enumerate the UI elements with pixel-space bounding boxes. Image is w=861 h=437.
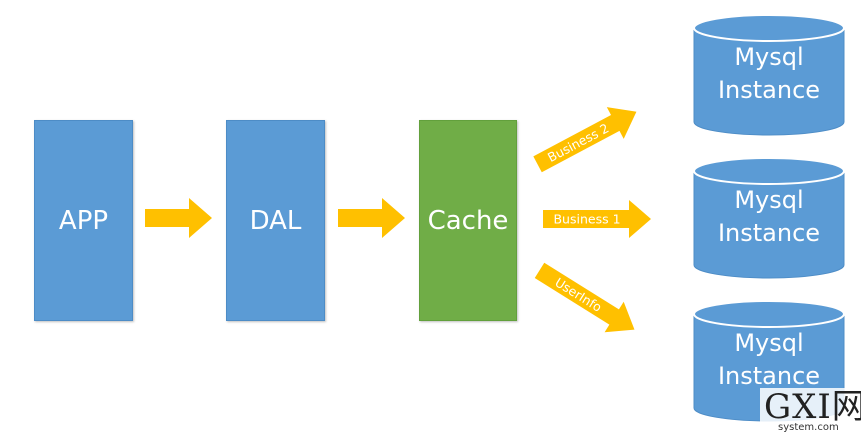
app-label: APP — [58, 205, 109, 236]
arrow-dal-to-cache — [338, 198, 405, 238]
watermark-logo: GXI网 system.com — [760, 388, 861, 437]
database-cylinder-icon — [693, 157, 845, 279]
mysql-instance-1-line2: Instance — [717, 76, 821, 104]
database-cylinder-icon — [693, 14, 845, 136]
arrow-app-to-dal — [145, 198, 212, 238]
mysql-instance-1-line1: Mysql — [734, 43, 804, 71]
watermark-domain: system.com — [778, 422, 839, 433]
arrow-business-2-label: Business 2 — [545, 120, 611, 165]
arrow-business-2: Business 2 — [533, 107, 637, 173]
arrow-business-1-label: Business 1 — [553, 212, 620, 227]
mysql-instance-1: Mysql Instance — [693, 14, 845, 136]
mysql-instance-2-line1: Mysql — [734, 186, 804, 214]
mysql-instance-2-line2: Instance — [717, 219, 821, 247]
mysql-instance-3-line2: Instance — [717, 362, 821, 390]
cache-box: Cache — [419, 120, 517, 321]
arrow-userinfo: UserInfo — [534, 262, 635, 333]
arrow-userinfo-label: UserInfo — [552, 275, 604, 315]
mysql-instance-2: Mysql Instance — [693, 157, 845, 279]
dal-box: DAL — [226, 120, 325, 321]
cache-label: Cache — [427, 205, 509, 236]
app-box: APP — [34, 120, 133, 321]
dal-label: DAL — [249, 205, 302, 236]
watermark-logo-text: GXI网 — [764, 387, 861, 427]
arrow-business-1: Business 1 — [543, 200, 651, 238]
mysql-instance-3-line1: Mysql — [734, 329, 804, 357]
